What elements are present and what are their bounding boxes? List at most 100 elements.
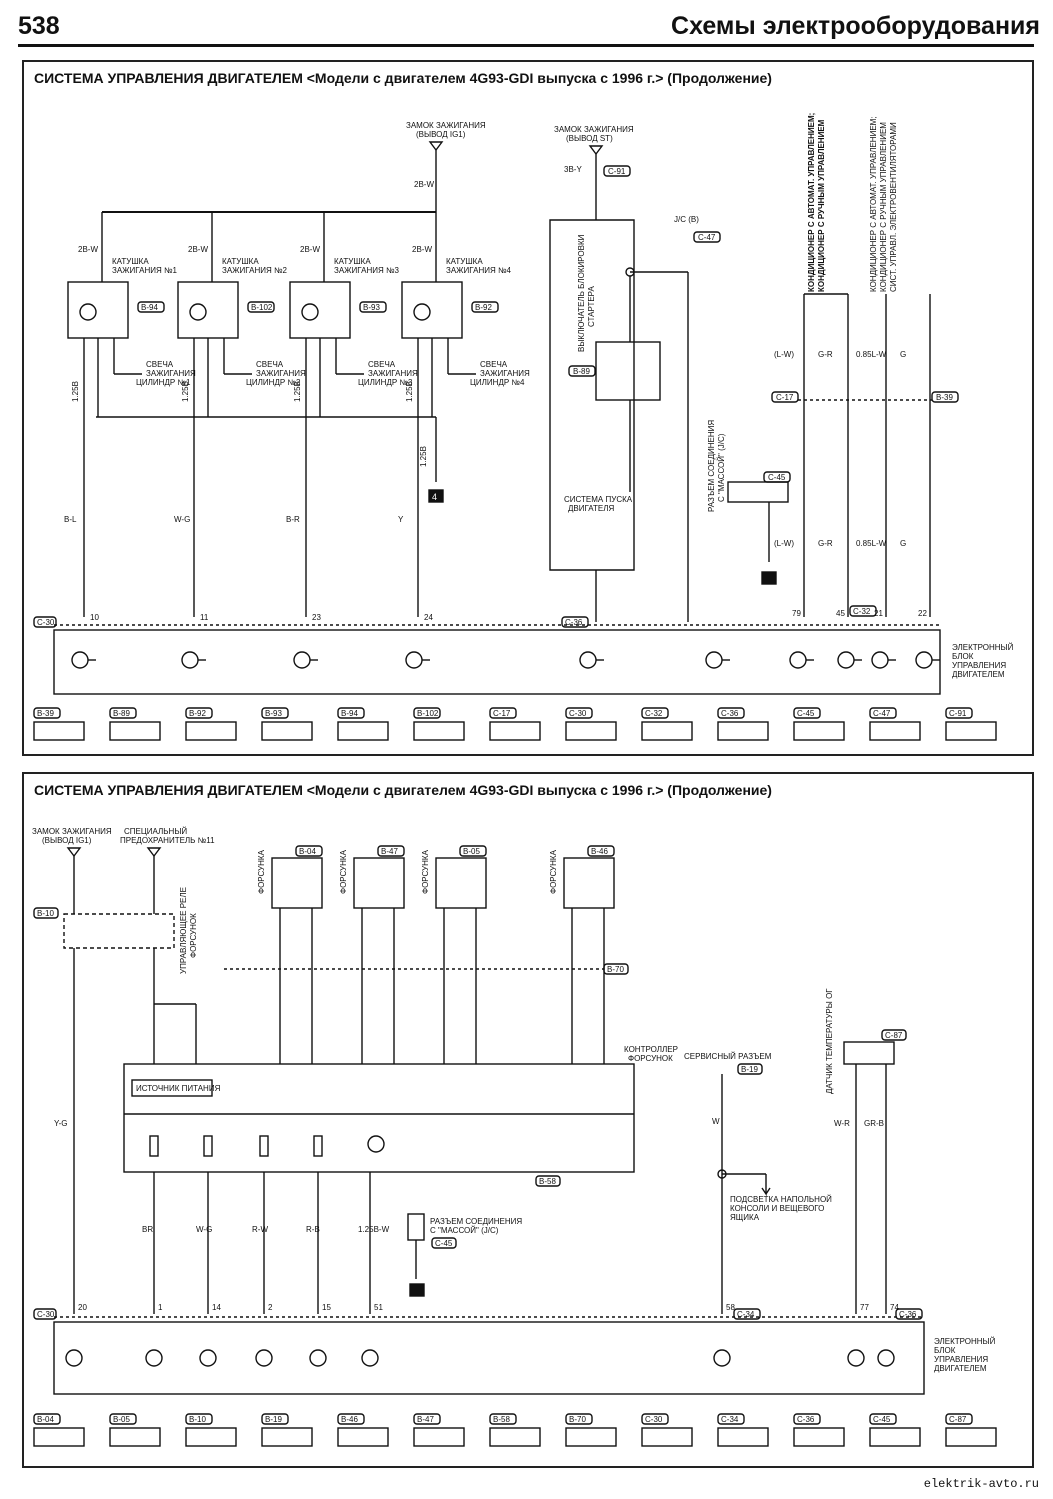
page-title: Схемы электрооборудования (0, 12, 1040, 41)
page-number: 538 (18, 12, 60, 40)
legend-connector-face (185, 1427, 237, 1447)
legend-conn-name: C-34 (721, 1415, 739, 1424)
controller-l2: ФОРСУНОК (628, 1054, 673, 1063)
ecu-pin-number: 24 (424, 613, 433, 622)
ign-st-l2: (ВЫВОД ST) (566, 134, 613, 143)
legend-conn-name: B-10 (189, 1415, 206, 1424)
legend-tag (641, 707, 669, 719)
c30-label: C-30 (37, 618, 55, 627)
legend-connector-face (565, 721, 617, 741)
c47-label: C-47 (698, 233, 716, 242)
injector-box (271, 857, 323, 909)
b70-label: B-70 (607, 965, 624, 974)
legend-connector-face (261, 1427, 313, 1447)
ecu2-transistor (65, 1349, 83, 1367)
legend-conn-name: B-92 (189, 709, 206, 718)
legend-tag (261, 707, 289, 719)
injector-label: ФОРСУНКА (257, 849, 266, 894)
ac-wire-color-bottom: (L-W) (774, 539, 794, 548)
legend-tag (565, 707, 593, 719)
c47-tag (693, 231, 721, 243)
ecu-transistor (789, 651, 807, 669)
legend-connector-face (109, 1427, 161, 1447)
fuse-l1: СПЕЦИАЛЬНЫЙ (124, 827, 187, 836)
wiring-diagram-1: ЗАМОК ЗАЖИГАНИЯ (ВЫВОД IG1) 2B-W 2B-WКАТ… (33, 113, 1014, 741)
page-title-text: Схемы электрооборудования (671, 12, 1040, 40)
ac-label-3: КОНДИЦИОНЕР С АВТОМАТ. УПРАВЛЕНИЕМ; (869, 116, 878, 292)
ign2-terminal (66, 847, 82, 858)
temp-sensor-label: ДАТЧИК ТЕМПЕРАТУРЫ ОГ (825, 988, 834, 1094)
console-l3: ЯЩИКА (730, 1213, 760, 1222)
console-l2: КОНСОЛИ И ВЕЩЕВОГО (730, 1204, 824, 1213)
ecu-transistor (181, 651, 199, 669)
spark-l3: ЦИЛИНДР №4 (470, 378, 525, 387)
exhaust-temp-sensor (843, 1041, 895, 1065)
legend-tag (413, 707, 441, 719)
ecu-transistor (71, 651, 89, 669)
ecu2-pin-number: 58 (726, 1303, 735, 1312)
legend-tag (945, 707, 973, 719)
ground-marker-3 (409, 1283, 425, 1297)
b19-tag (737, 1063, 763, 1075)
ecu-transistor (705, 651, 723, 669)
coil-transistor (79, 303, 97, 321)
legend-connector-face (413, 721, 465, 741)
wire-yg: Y-G (54, 1119, 68, 1128)
ecu2-pin-number: 1 (158, 1303, 163, 1312)
ignition-coil-box (401, 281, 463, 339)
controller-resistor (313, 1135, 323, 1157)
coil-conn-tag (471, 301, 499, 313)
controller-bottom-pins (149, 1135, 385, 1157)
legend-tag (33, 707, 61, 719)
c45b-tag (431, 1237, 457, 1249)
ecu2-wire-color: 1.25B-W (358, 1225, 390, 1234)
controller-transistor (367, 1135, 385, 1153)
legend-connector-face (489, 721, 541, 741)
legend-connector-face (337, 721, 389, 741)
legend-connector-face (641, 721, 693, 741)
legend-tag (261, 1413, 289, 1425)
controller-resistor (149, 1135, 159, 1157)
c45-desc-l2: С "МАССОЙ" (J/C) (717, 433, 726, 502)
ecu-pin-number: 23 (312, 613, 321, 622)
legend-connector-face (565, 1427, 617, 1447)
spark-l1: СВЕЧА (368, 360, 396, 369)
coil-signal-color: Y (398, 515, 404, 524)
ign-ig1-l1: ЗАМОК ЗАЖИГАНИЯ (406, 121, 486, 130)
ecu2-transistor (145, 1349, 163, 1367)
ecu2-pin-number: 14 (212, 1303, 221, 1312)
ecu2-wire-color: R-W (252, 1225, 268, 1234)
coil-transistor (189, 303, 207, 321)
legend-connector-face (33, 1427, 85, 1447)
legend-tag (869, 707, 897, 719)
ignition-coil-box (67, 281, 129, 339)
legend-tag (109, 707, 137, 719)
b10-label: B-10 (37, 909, 54, 918)
spark-l3: ЦИЛИНДР №1 (136, 378, 191, 387)
injector-label: ФОРСУНКА (339, 849, 348, 894)
c36b-label: C-36 (899, 1310, 917, 1319)
wiring-diagram-2: ЗАМОК ЗАЖИГАНИЯ (ВЫВОД IG1) СПЕЦИАЛЬНЫЙ … (32, 827, 997, 1447)
diagram-2-title: СИСТЕМА УПРАВЛЕНИЯ ДВИГАТЕЛЕМ <Модели с … (34, 782, 772, 798)
c34-tag (733, 1308, 761, 1320)
ecu2-pin-number: 74 (890, 1303, 899, 1312)
spark-l2: ЗАЖИГАНИЯ (368, 369, 418, 378)
injector-conn-label: B-05 (463, 847, 480, 856)
legend-conn-name: C-91 (949, 709, 967, 718)
header-rule (18, 44, 1034, 47)
c30b-label: C-30 (37, 1310, 55, 1319)
ecu-transistor (871, 651, 889, 669)
legend-tag (565, 1413, 593, 1425)
coil-ground-label: 1.25B (405, 381, 414, 402)
c91-label: C-91 (608, 167, 626, 176)
relay-l2: ФОРСУНОК (189, 913, 198, 958)
b89-tag (568, 365, 596, 377)
b89-label: B-89 (573, 367, 590, 376)
legend-conn-name: C-36 (721, 709, 739, 718)
injector-conn-tag (459, 845, 487, 857)
legend-conn-name: B-39 (37, 709, 54, 718)
c87-tag (881, 1029, 907, 1041)
coil-conn-tag (359, 301, 387, 313)
legend-connector-face (717, 1427, 769, 1447)
